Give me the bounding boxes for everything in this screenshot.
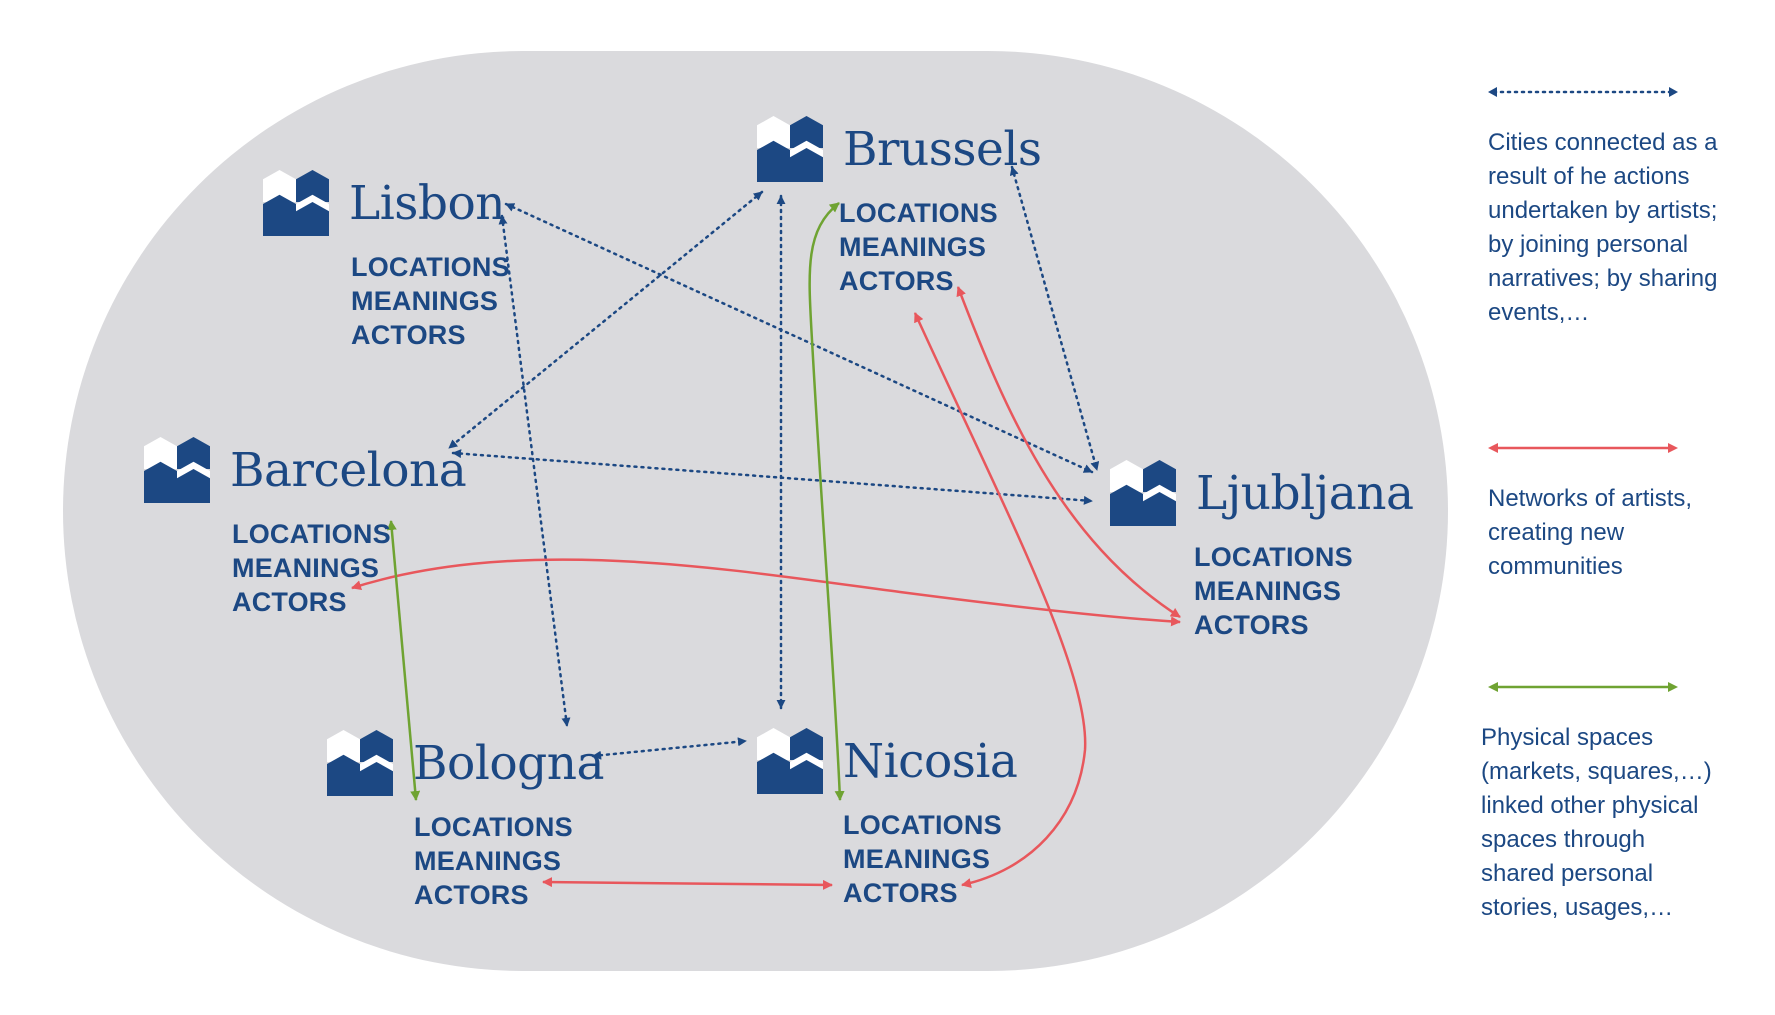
legend-item-physical-spaces: Physical spaces (markets, squares,…) lin… [1481, 680, 1721, 925]
city-brussels: Brussels LOCATIONS MEANINGS ACTORS [757, 116, 1042, 298]
tag-locations: LOCATIONS [843, 810, 1002, 840]
tag-actors: ACTORS [839, 266, 954, 296]
tag-locations: LOCATIONS [414, 812, 573, 842]
tag-meanings: MEANINGS [1194, 576, 1342, 606]
link-bologna-nicosia-red [542, 877, 833, 890]
link-barcelona-ljubljana [451, 449, 1094, 505]
link-barcelona-bologna-green [386, 520, 421, 801]
dotted-arrow-icon [1488, 87, 1678, 97]
link-lisbon-bologna [498, 214, 571, 728]
city-name: Nicosia [843, 733, 1018, 789]
link-brussels-barcelona [447, 190, 764, 450]
tag-actors: ACTORS [414, 880, 529, 910]
green-arrow-icon [1488, 682, 1678, 692]
legend-text: Physical spaces (markets, squares,…) lin… [1481, 724, 1712, 921]
city-name: Bologna [413, 735, 605, 791]
link-barcelona-ljubljana-red [351, 558, 1181, 627]
city-ljubljana: Ljubljana LOCATIONS MEANINGS ACTORS [1110, 460, 1414, 642]
red-arrow-icon [1488, 443, 1678, 453]
house-blocks-icon [327, 730, 393, 796]
city-bologna: Bologna LOCATIONS MEANINGS ACTORS [327, 730, 605, 912]
tag-actors: ACTORS [1194, 610, 1309, 640]
link-brussels-nicosia-red [913, 312, 1087, 888]
city-name: Lisbon [349, 175, 506, 231]
city-name: Barcelona [230, 442, 467, 498]
link-brussels-nicosia-green [808, 202, 845, 801]
tag-locations: LOCATIONS [839, 198, 998, 228]
tag-locations: LOCATIONS [1194, 542, 1353, 572]
legend-text: Networks of artists, creating new commun… [1488, 485, 1693, 580]
tag-actors: ACTORS [351, 320, 466, 350]
link-brussels-ljubljana-red [956, 286, 1181, 619]
legend-text: Cities connected as a result of he actio… [1488, 129, 1718, 326]
house-blocks-icon [263, 170, 329, 236]
tag-actors: ACTORS [232, 587, 347, 617]
tag-locations: LOCATIONS [232, 519, 391, 549]
city-name: Brussels [843, 121, 1042, 177]
link-bologna-nicosia [591, 737, 748, 760]
city-nicosia: Nicosia LOCATIONS MEANINGS ACTORS [757, 728, 1018, 910]
tag-meanings: MEANINGS [414, 846, 562, 876]
tag-meanings: MEANINGS [843, 844, 991, 874]
house-blocks-icon [757, 116, 823, 182]
house-blocks-icon [757, 728, 823, 794]
tag-meanings: MEANINGS [351, 286, 499, 316]
house-blocks-icon [144, 437, 210, 503]
house-blocks-icon [1110, 460, 1176, 526]
tag-locations: LOCATIONS [351, 252, 510, 282]
city-barcelona: Barcelona LOCATIONS MEANINGS ACTORS [144, 437, 467, 619]
city-name: Ljubljana [1196, 465, 1414, 521]
city-lisbon: Lisbon LOCATIONS MEANINGS ACTORS [263, 170, 510, 352]
tag-meanings: MEANINGS [232, 553, 380, 583]
tag-meanings: MEANINGS [839, 232, 987, 262]
tag-actors: ACTORS [843, 878, 958, 908]
legend-item-cities-connected: Cities connected as a result of he actio… [1488, 85, 1728, 330]
legend-item-artist-networks: Networks of artists, creating new commun… [1488, 441, 1728, 584]
